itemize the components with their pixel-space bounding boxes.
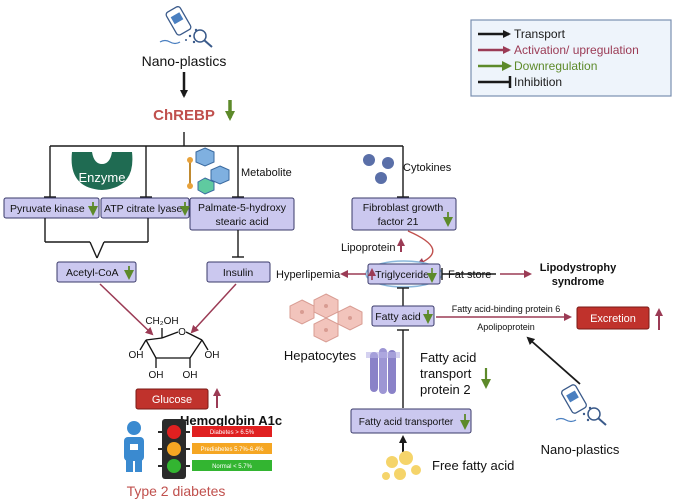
traffic-light-icon [158, 419, 190, 479]
free-fatty-acid-droplets-icon [382, 451, 421, 480]
cytokines-label: Cytokines [403, 162, 452, 174]
legend: Transport Activation/ upregulation Downr… [470, 19, 672, 97]
fgf21-box-line1: Fibroblast growth [363, 202, 444, 214]
nanoplastics-right-label: Nano-plastics [541, 442, 620, 457]
metabolite-icon [187, 147, 230, 195]
fatp2-protein-icon [366, 348, 400, 394]
hepatocytes-icon [289, 293, 363, 343]
excretion-box: Excretion [590, 313, 636, 325]
nanoplastics-bottle-icon-right [555, 384, 607, 426]
palmate-box-line1: Palmate-5-hydroxy [198, 202, 287, 214]
apolipoprotein-label: Apolipoprotein [477, 322, 535, 332]
lipoprotein-label: Lipoprotein [341, 242, 395, 254]
hba1c-normal: Normal < 5.7% [212, 464, 253, 470]
acetyl-merge-lines [44, 218, 149, 259]
glucose-o: O [178, 327, 186, 338]
fat-store-label: Fat store [448, 269, 491, 281]
fatp2-line3: protein 2 [420, 382, 471, 397]
legend-activation: Activation/ upregulation [514, 43, 639, 57]
legend-downregulation: Downregulation [514, 59, 597, 73]
insulin-box: Insulin [223, 267, 254, 279]
insulin-to-glucose-arrow [190, 283, 237, 334]
fatp2-line1: Fatty acid [420, 350, 476, 365]
legend-inhibition: Inhibition [514, 75, 562, 89]
glucose-oh-3: OH [149, 370, 164, 381]
fgf21-to-triglyceride-arrow [407, 230, 434, 266]
fatty-acid-transporter-box: Fatty acid transporter [359, 417, 454, 428]
palmate-box-line2: stearic acid [215, 216, 268, 228]
nanoplastics-bottle-icon [159, 6, 213, 48]
glucose-oh-2: OH [205, 350, 220, 361]
glucose-oh-4: OH [183, 370, 198, 381]
nanoplastics-to-excretion-arrow [526, 336, 581, 385]
glucose-oh-1: OH [129, 350, 144, 361]
hepatocytes-label: Hepatocytes [284, 348, 357, 363]
nanoplastics-top-label: Nano-plastics [142, 53, 227, 69]
hba1c-prediabetes: Prediabetes 5.7%-6.4% [200, 447, 264, 453]
lipodystrophy-line1: Lipodystrophy [540, 262, 617, 274]
fatty-acid-box: Fatty acid [375, 311, 421, 323]
type2-diabetes-label: Type 2 diabetes [127, 483, 226, 499]
hyperlipemia-label: Hyperlipemia [276, 269, 341, 281]
free-fatty-acid-label: Free fatty acid [432, 458, 514, 473]
fatp2-line2: transport [420, 366, 472, 381]
legend-transport: Transport [514, 27, 566, 41]
person-icon [124, 421, 144, 472]
glucose-ch2oh: CH₂OH [145, 316, 178, 327]
glucose-structure [139, 328, 209, 368]
fgf21-box-line2: factor 21 [378, 216, 419, 228]
cytokines-icon [363, 154, 394, 184]
metabolite-label: Metabolite [241, 167, 292, 179]
atp-citrate-lyase-box: ATP citrate lyase [104, 203, 183, 215]
enzyme-label: Enzyme [79, 170, 126, 185]
hba1c-title: Hemoglobin A1c [180, 413, 282, 428]
triglyceride-box: Triglyceride [375, 269, 429, 281]
lipodystrophy-line2: syndrome [552, 276, 605, 288]
enzyme-icon: Enzyme [71, 152, 133, 190]
chrebp-label: ChREBP [153, 107, 215, 124]
hba1c-diabetes: Diabetes > 6.5% [210, 430, 255, 436]
fabp6-label: Fatty acid-binding protein 6 [452, 304, 561, 314]
acetyl-to-glucose-arrow [99, 283, 154, 336]
glucose-box: Glucose [152, 394, 192, 406]
pyruvate-kinase-box: Pyruvate kinase [10, 203, 85, 215]
acetyl-coa-box: Acetyl-CoA [66, 267, 119, 279]
chrebp-branches [44, 132, 409, 198]
